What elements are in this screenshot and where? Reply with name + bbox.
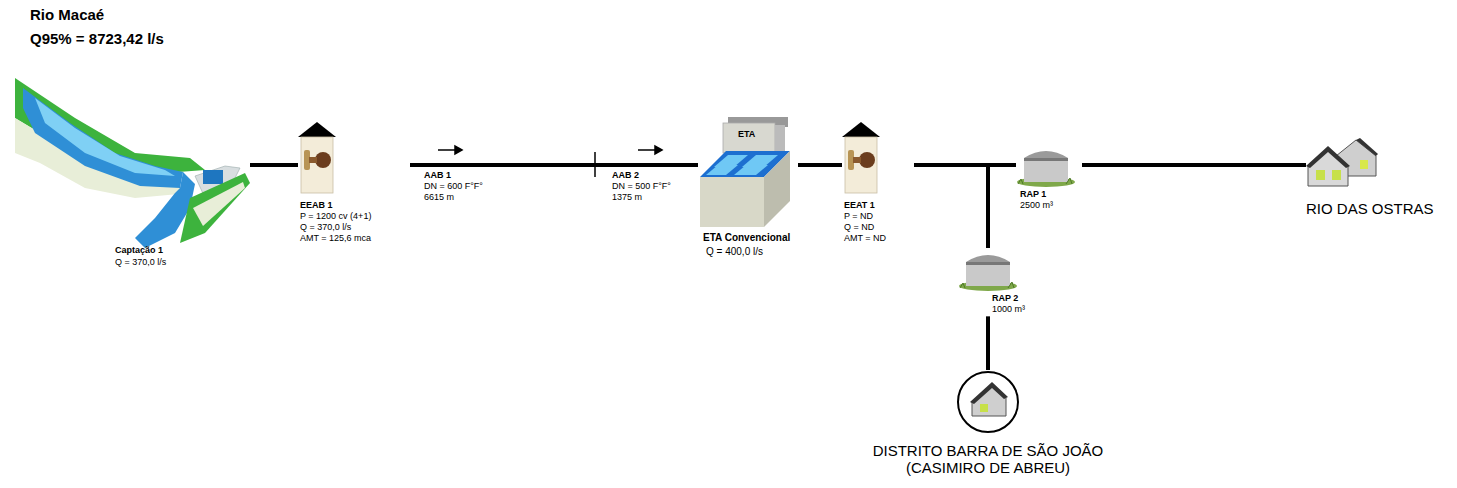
flow-arrow: [438, 146, 662, 154]
reservoir-icon: [1016, 144, 1076, 188]
node-title: RAP 2: [992, 293, 1018, 303]
node-value: ETA Convencional: [703, 232, 790, 244]
node-title: DISTRITO BARRA DE SÃO JOÃO (CASIMIRO DE …: [838, 442, 1138, 477]
node-value: AMT = 125,6 mca: [300, 233, 371, 243]
node-title: EEAT 1: [844, 200, 875, 210]
pipeline: [410, 163, 698, 167]
pipeline-label: AAB 2: [612, 170, 639, 180]
pipeline: [914, 165, 988, 248]
pipeline-label: DN = 500 F°F°: [612, 181, 671, 191]
houses-icon: [1306, 136, 1381, 188]
river-illustration: [15, 58, 250, 248]
node-title: RAP 1: [1020, 189, 1046, 199]
node-title: Captação 1: [115, 245, 163, 255]
river-label: Rio Macaé: [30, 6, 104, 23]
node-title: RIO DAS OSTRAS: [1306, 200, 1434, 217]
reservoir-node: RAP 21000 m³: [958, 248, 1038, 316]
node-value: Q = 370,0 l/s: [115, 257, 166, 267]
node-value: AMT = ND: [844, 233, 886, 243]
node-value: P = 1200 cv (4+1): [300, 211, 371, 221]
node-title: ETA: [738, 129, 755, 139]
pump-station-node: EEAB 1P = 1200 cv (4+1)Q = 370,0 l/sAMT …: [298, 120, 410, 245]
pipeline-label: 1375 m: [612, 192, 642, 202]
reservoir-icon: [958, 248, 1018, 292]
reservoir-node: RAP 12500 m³: [1016, 144, 1082, 212]
district-icon: [956, 370, 1020, 434]
pipeline: [798, 163, 842, 167]
pump-station-node: EEAT 1P = NDQ = NDAMT = ND: [842, 120, 914, 245]
pipeline-label: AAB 1: [424, 170, 451, 180]
pump-house-icon: [842, 120, 882, 198]
node-value: Q = 370,0 l/s: [300, 222, 351, 232]
node-value: 1000 m³: [992, 304, 1025, 314]
node-value: Q = 400,0 l/s: [706, 246, 763, 258]
pipeline: [986, 316, 990, 370]
treatment-plant-node: ETA ETA Convencional Q = 400,0 l/s: [698, 115, 798, 260]
pipeline: [250, 163, 298, 167]
river-label: Q95% = 8723,42 l/s: [30, 30, 164, 47]
district-node: DISTRITO BARRA DE SÃO JOÃO (CASIMIRO DE …: [838, 370, 1140, 482]
pipeline-label: DN = 600 F°F°: [424, 181, 483, 191]
node-value: Q = ND: [844, 222, 874, 232]
pipeline: [1082, 163, 1306, 167]
node-value: P = ND: [844, 211, 873, 221]
pipeline-label: 6615 m: [424, 192, 454, 202]
node-title: EEAB 1: [300, 200, 333, 210]
node-value: 2500 m³: [1020, 200, 1053, 210]
intake-node: Captação 1 Q = 370,0 l/s: [15, 58, 250, 273]
city-node: RIO DAS OSTRAS: [1306, 136, 1448, 222]
pump-house-icon: [298, 120, 338, 198]
